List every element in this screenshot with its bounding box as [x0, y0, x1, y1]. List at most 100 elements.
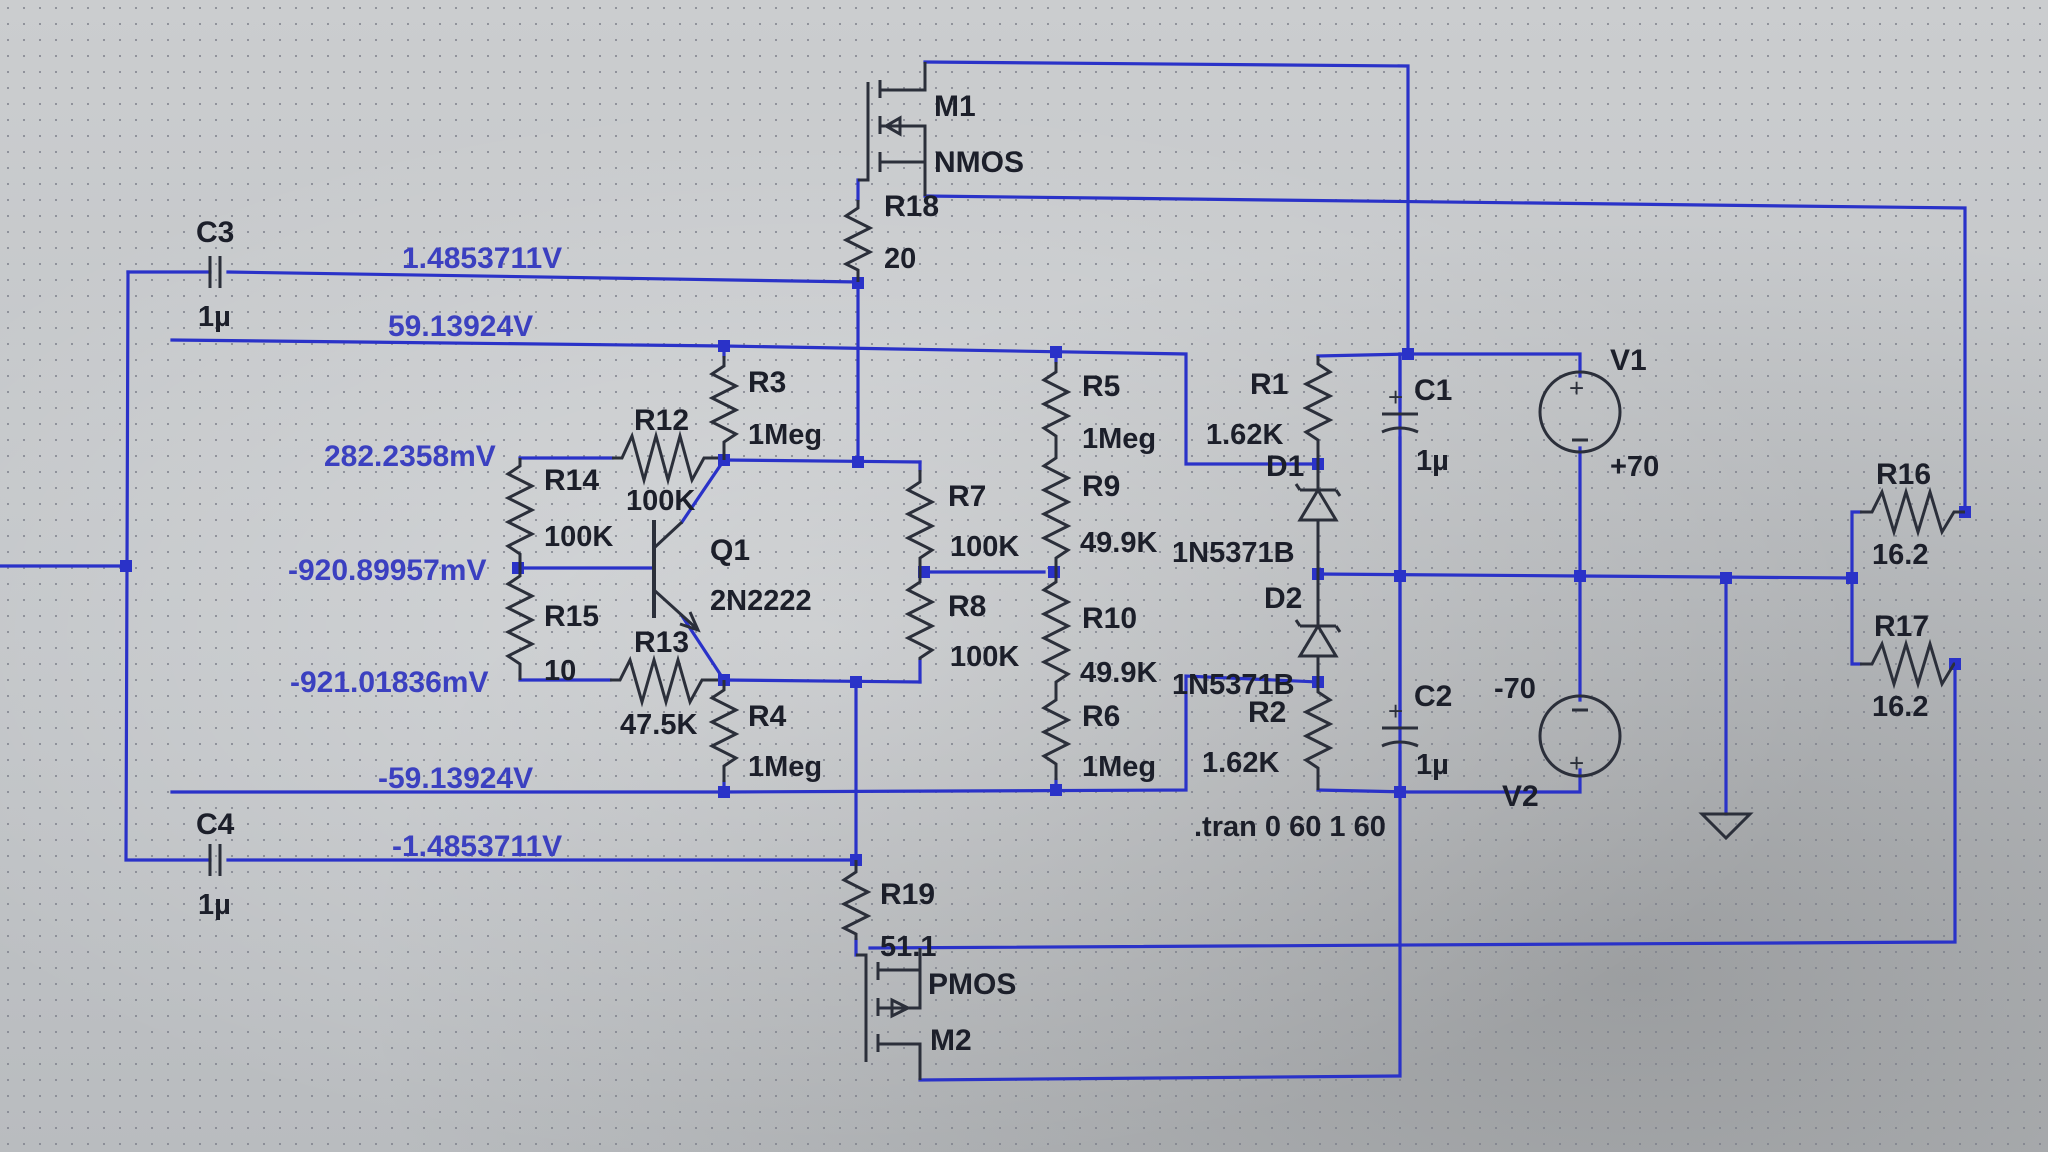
r6-name: R6	[1082, 700, 1120, 733]
r5-value: 1Meg	[1082, 423, 1156, 455]
m2-name: M2	[930, 1024, 972, 1057]
r8-value: 100K	[950, 641, 1019, 673]
r9-name: R9	[1082, 470, 1120, 503]
r17-value: 16.2	[1872, 691, 1928, 723]
net-label-neg-rail: -59.13924V	[378, 762, 533, 795]
r2-name: R2	[1248, 696, 1286, 729]
r5-resistor[interactable]	[1040, 362, 1072, 448]
q1-model: 2N2222	[710, 585, 812, 617]
svg-text:+: +	[1569, 373, 1584, 403]
r17-name: R17	[1874, 610, 1929, 643]
r13-resistor[interactable]	[610, 654, 718, 708]
d1-name: D1	[1266, 450, 1304, 483]
d1-model: 1N5371B	[1172, 537, 1295, 569]
r4-resistor[interactable]	[708, 680, 740, 782]
m2-pmos-symbol[interactable]	[856, 948, 922, 1080]
r7-resistor[interactable]	[904, 470, 936, 572]
c4-name: C4	[196, 808, 235, 841]
r6-value: 1Meg	[1082, 751, 1156, 783]
junction-dots	[120, 277, 1971, 866]
component-labels: M1 NMOS R18 20 C3 1µ C4 1µ R3 1Meg R12 1…	[196, 90, 1931, 1057]
r10-value: 49.9K	[1080, 657, 1157, 689]
r18-resistor[interactable]	[842, 200, 874, 282]
r8-name: R8	[948, 590, 986, 623]
r19-value: 51.1	[880, 931, 936, 963]
d1-zener-diode[interactable]	[1294, 464, 1342, 574]
net-voltage-labels: 1.4853711V 59.13924V 282.2358mV -920.899…	[288, 242, 562, 863]
wires	[0, 60, 1967, 1082]
r14-name: R14	[544, 464, 599, 497]
r18-value: 20	[884, 243, 916, 275]
r16-name: R16	[1876, 458, 1931, 491]
r12-resistor[interactable]	[612, 430, 718, 486]
r4-value: 1Meg	[748, 751, 822, 783]
ground-symbol[interactable]	[1698, 812, 1754, 841]
r3-value: 1Meg	[748, 419, 822, 451]
d2-name: D2	[1264, 582, 1302, 615]
r18-name: R18	[884, 190, 939, 223]
r10-name: R10	[1082, 602, 1137, 635]
tran-directive: .tran 0 60 1 60	[1194, 811, 1386, 843]
r15-resistor[interactable]	[504, 568, 536, 680]
svg-text:+: +	[1388, 382, 1403, 412]
svg-text:+: +	[1569, 748, 1584, 778]
net-label-r14-top: 282.2358mV	[324, 440, 496, 473]
r16-value: 16.2	[1872, 539, 1928, 571]
c1-value: 1µ	[1416, 445, 1449, 477]
r9-value: 49.9K	[1080, 527, 1157, 559]
q1-name: Q1	[710, 534, 750, 567]
r15-name: R15	[544, 600, 599, 633]
r7-name: R7	[948, 480, 986, 513]
v1-name: V1	[1610, 344, 1647, 377]
r12-value: 100K	[626, 485, 695, 517]
m1-model: NMOS	[934, 146, 1024, 179]
v2-voltage-source[interactable]: +	[1538, 694, 1622, 778]
r2-value: 1.62K	[1202, 747, 1279, 779]
r1-resistor[interactable]	[1302, 356, 1334, 464]
r1-name: R1	[1250, 368, 1288, 401]
net-label-r15-bottom: -921.01836mV	[290, 666, 489, 699]
c2-name: C2	[1414, 680, 1452, 713]
r15-value: 10	[544, 655, 576, 687]
r6-resistor[interactable]	[1040, 690, 1072, 780]
c4-capacitor[interactable]	[208, 844, 222, 876]
r14-value: 100K	[544, 521, 613, 553]
net-label-pos-rail: 59.13924V	[388, 310, 533, 343]
v2-value: -70	[1494, 673, 1536, 705]
c2-value: 1µ	[1416, 749, 1449, 781]
c3-name: C3	[196, 216, 234, 249]
r19-resistor[interactable]	[840, 860, 872, 940]
r12-name: R12	[634, 404, 689, 437]
m2-model: PMOS	[928, 968, 1016, 1001]
r9-resistor[interactable]	[1040, 448, 1072, 572]
net-label-base: -920.89957mV	[288, 554, 487, 587]
r10-resistor[interactable]	[1040, 572, 1072, 690]
r13-value: 47.5K	[620, 709, 697, 741]
r8-resistor[interactable]	[904, 572, 936, 660]
q1-npn-transistor[interactable]	[652, 520, 701, 633]
c1-capacitor[interactable]: +	[1381, 382, 1419, 434]
r7-value: 100K	[950, 531, 1019, 563]
r17-resistor[interactable]	[1860, 638, 1956, 690]
c2-capacitor[interactable]: +	[1381, 696, 1419, 748]
r2-resistor[interactable]	[1302, 682, 1334, 790]
r14-resistor[interactable]	[504, 458, 536, 568]
v1-value: +70	[1610, 451, 1659, 483]
c4-value: 1µ	[198, 889, 231, 921]
v1-voltage-source[interactable]: +	[1538, 370, 1622, 454]
v2-name: V2	[1502, 780, 1539, 813]
net-label-c4: -1.4853711V	[392, 830, 562, 863]
r5-name: R5	[1082, 370, 1120, 403]
m1-nmos-symbol[interactable]	[858, 62, 927, 196]
net-label-c3: 1.4853711V	[402, 242, 562, 275]
c1-name: C1	[1414, 374, 1452, 407]
r13-name: R13	[634, 626, 689, 659]
r16-resistor[interactable]	[1860, 486, 1965, 538]
d2-zener-diode[interactable]	[1294, 574, 1342, 682]
r3-resistor[interactable]	[708, 356, 740, 460]
c3-capacitor[interactable]	[208, 256, 222, 288]
r3-name: R3	[748, 366, 786, 399]
r4-name: R4	[748, 700, 787, 733]
